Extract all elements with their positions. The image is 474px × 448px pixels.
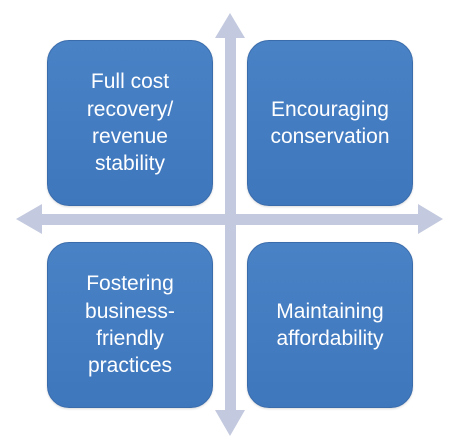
arrow-left-icon: [16, 204, 42, 234]
quadrant-top-left-label: Full cost recovery/ revenue stability: [86, 70, 174, 176]
quadrant-bottom-right-label: Maintaining affordability: [276, 299, 384, 350]
arrow-down-icon: [215, 410, 245, 436]
quadrant-top-left: Full cost recovery/ revenue stability: [47, 40, 213, 206]
quadrant-top-right-label: Encouraging conservation: [270, 97, 390, 148]
arrow-up-icon: [215, 13, 245, 38]
quadrant-bottom-left: Fostering business- friendly practices: [47, 242, 213, 408]
quadrant-bottom-right: Maintaining affordability: [247, 242, 413, 408]
horizontal-axis: [36, 214, 422, 225]
quadrant-top-right: Encouraging conservation: [247, 40, 413, 206]
arrow-right-icon: [418, 204, 443, 234]
quadrant-bottom-left-label: Fostering business- friendly practices: [85, 272, 175, 378]
